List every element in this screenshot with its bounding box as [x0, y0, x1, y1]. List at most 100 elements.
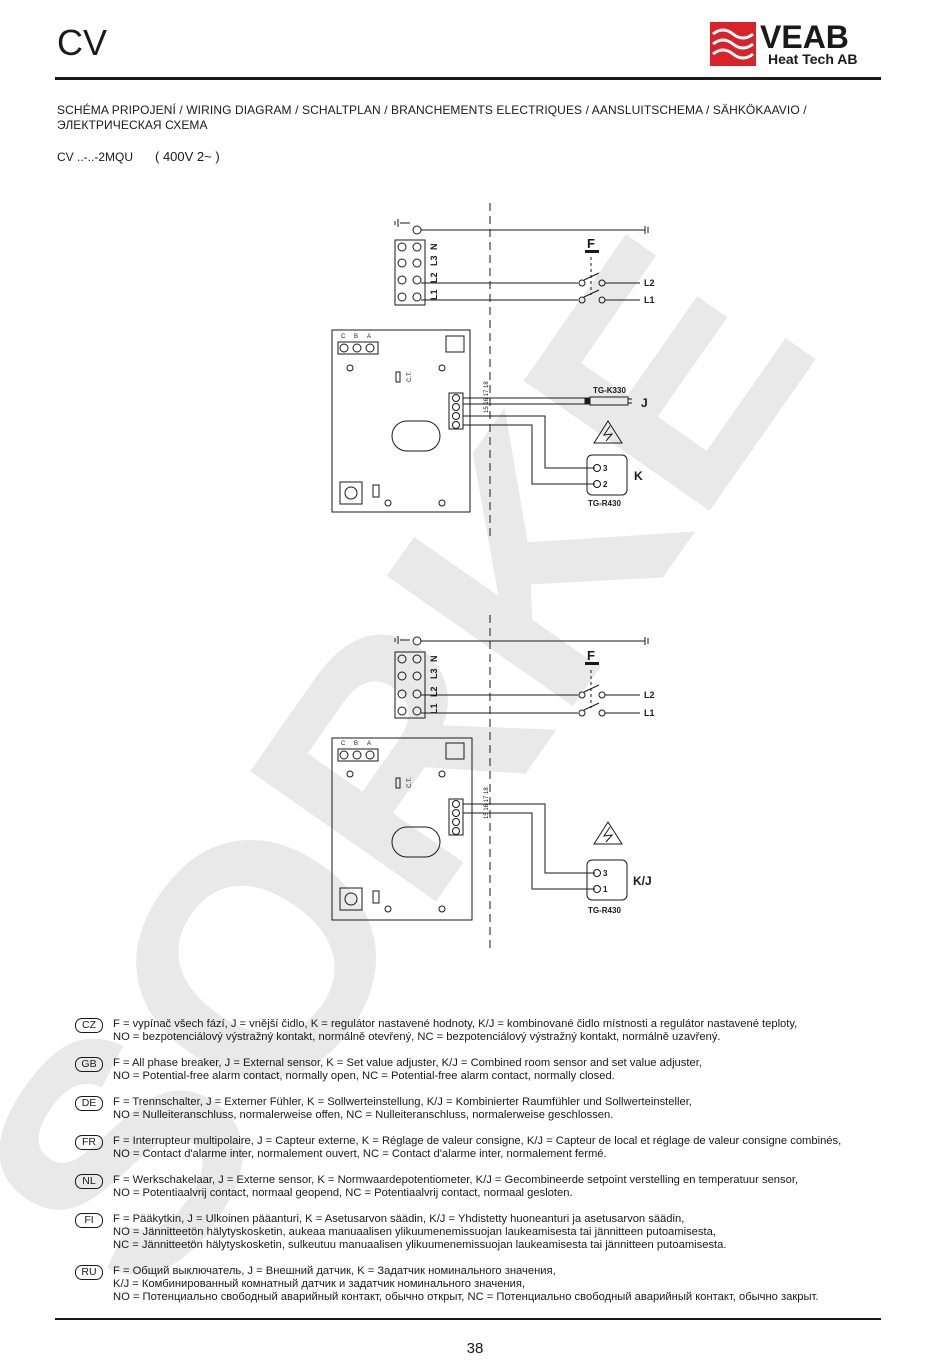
board-term: B	[354, 334, 358, 340]
legend-row-nl: NL F = Werkschakelaar, J = Externe senso…	[75, 1174, 905, 1200]
legend-row-gb: GB F = All phase breaker, J = External s…	[75, 1057, 905, 1083]
unit-term: 3	[603, 464, 608, 473]
unit-model-label: TG-R430	[588, 906, 621, 915]
ct-label: C.T.	[407, 777, 413, 788]
room-unit	[586, 859, 628, 901]
page-title: CV	[57, 22, 108, 63]
legend-line: NO = Nulleiteranschluss, normalerweise o…	[113, 1109, 614, 1121]
logo-sub: Heat Tech AB	[768, 51, 857, 67]
breaker-label: F	[587, 648, 595, 663]
bottom-rule	[55, 1318, 881, 1320]
wiring-diagram-2: N L3 L2 L1 F L2 L1 3 1 K/J TG-R430 C B A…	[331, 615, 655, 950]
terminal-label: L1	[429, 289, 439, 300]
unit-term: 2	[603, 480, 608, 489]
language-badge: DE	[75, 1096, 103, 1111]
heading-line-1: SCHÉMA PRIPOJENÍ / WIRING DIAGRAM / SCHA…	[57, 103, 807, 117]
sensor-probe	[589, 396, 629, 406]
unit-term: 3	[603, 869, 608, 878]
heading-line-2: ЭЛЕКТРИЧЕСКАЯ СХЕМА	[57, 118, 208, 132]
terminal-block	[394, 239, 426, 306]
unit-wire-2	[463, 812, 595, 890]
lightning-icon	[602, 826, 614, 843]
page-number: 38	[466, 1340, 484, 1357]
unit-model-label: TG-R430	[588, 499, 621, 508]
legend-line: NO = Jännitteetön hälytyskosketin, aukea…	[113, 1226, 716, 1238]
model-code: CV ..-..-2MQU	[57, 150, 134, 164]
legend-line: NO = Потенциально свободный аварийный ко…	[113, 1291, 819, 1303]
strip-numbers: 15 16 17 18	[484, 381, 490, 413]
earth-screw	[412, 225, 422, 235]
terminal-label: L2	[429, 686, 439, 697]
top-rule	[55, 77, 881, 80]
logo-word: VEAB	[760, 19, 849, 55]
controller-board	[331, 329, 471, 513]
unit-letter: K/J	[633, 874, 652, 888]
legend-line: F = Trennschalter, J = Externer Fühler, …	[113, 1096, 692, 1108]
legend-line: NC = Jännitteetön hälytyskosketin, sulke…	[113, 1239, 727, 1251]
line-label: L2	[644, 690, 655, 700]
unit-wire-1	[463, 803, 595, 874]
lightning-icon	[602, 425, 614, 442]
board-term: C	[341, 741, 346, 747]
legend: CZ F = vypínač všech fází, J = vnější či…	[75, 1018, 905, 1317]
sensor-letter: J	[641, 396, 648, 410]
model-line: CV ..-..-2MQU ( 400V 2~ )	[57, 149, 220, 164]
room-unit	[586, 454, 628, 496]
legend-line: NO = Potential-free alarm contact, norma…	[113, 1070, 615, 1082]
unit-wire-1	[463, 415, 595, 469]
board-cutout	[391, 420, 441, 452]
line-label: L2	[644, 278, 655, 288]
terminal-label: N	[429, 244, 439, 251]
wiring-diagram-1: N L3 L2 L1 F L2 L1 TG-K330 J 3 2 K TG-R4…	[331, 203, 655, 540]
line-label: L1	[644, 708, 655, 718]
legend-row-ru: RU F = Общий выключатель, J = Внешний да…	[75, 1265, 905, 1304]
unit-term: 1	[603, 885, 608, 894]
board-term: A	[367, 741, 371, 747]
unit-wire-2	[463, 424, 595, 485]
strip-numbers: 15 16 17 18	[484, 787, 490, 819]
board-term: A	[367, 334, 371, 340]
terminal-label: L2	[429, 272, 439, 283]
section-heading: SCHÉMA PRIPOJENÍ / WIRING DIAGRAM / SCHA…	[57, 103, 877, 133]
legend-row-cz: CZ F = vypínač všech fází, J = vnější či…	[75, 1018, 905, 1044]
ct-label: C.T.	[407, 371, 413, 382]
model-spec: ( 400V 2~ )	[155, 149, 220, 164]
terminal-label: N	[429, 656, 439, 663]
language-badge: FI	[75, 1213, 103, 1228]
ct-jumper	[395, 371, 401, 383]
legend-line: F = All phase breaker, J = External sens…	[113, 1057, 702, 1069]
terminal-label: L3	[429, 668, 439, 679]
heat-waves-icon	[712, 28, 754, 60]
terminal-label: L1	[429, 703, 439, 714]
legend-row-fi: FI F = Pääkytkin, J = Ulkoinen pääanturi…	[75, 1213, 905, 1252]
board-term: C	[341, 334, 346, 340]
line-label: L1	[644, 295, 655, 305]
veab-logo: VEAB Heat Tech AB	[710, 19, 857, 67]
legend-line: K/J = Комбинированный комнатный датчик и…	[113, 1278, 526, 1290]
legend-line: NO = Contact d'alarme inter, normalement…	[113, 1148, 607, 1160]
legend-line: NO = bezpotenciálový výstražný kontakt, …	[113, 1031, 721, 1043]
legend-row-de: DE F = Trennschalter, J = Externer Fühle…	[75, 1096, 905, 1122]
legend-line: NO = Potentiaalvrij contact, normaal geo…	[113, 1187, 573, 1199]
language-badge: CZ	[75, 1018, 103, 1033]
legend-line: F = Interrupteur multipolaire, J = Capte…	[113, 1135, 842, 1147]
potentiometer	[339, 481, 363, 505]
legend-line: F = Общий выключатель, J = Внешний датчи…	[113, 1265, 556, 1277]
legend-line: F = Pääkytkin, J = Ulkoinen pääanturi, K…	[113, 1213, 685, 1225]
language-badge: FR	[75, 1135, 103, 1150]
legend-line: F = Werkschakelaar, J = Externe sensor, …	[113, 1174, 799, 1186]
unit-letter: K	[634, 469, 643, 483]
alarm-led	[445, 335, 465, 353]
breaker-label: F	[587, 236, 595, 251]
board-term: B	[354, 741, 358, 747]
language-badge: NL	[75, 1174, 103, 1189]
terminal-label: L3	[429, 255, 439, 266]
language-badge: RU	[75, 1265, 103, 1280]
controller-board	[331, 737, 473, 921]
sensor-model-label: TG-K330	[593, 386, 626, 395]
warning-triangle-icon	[593, 420, 623, 444]
legend-row-fr: FR F = Interrupteur multipolaire, J = Ca…	[75, 1135, 905, 1161]
terminal-block	[394, 651, 426, 719]
language-badge: GB	[75, 1057, 103, 1072]
legend-line: F = vypínač všech fází, J = vnější čidlo…	[113, 1018, 798, 1030]
